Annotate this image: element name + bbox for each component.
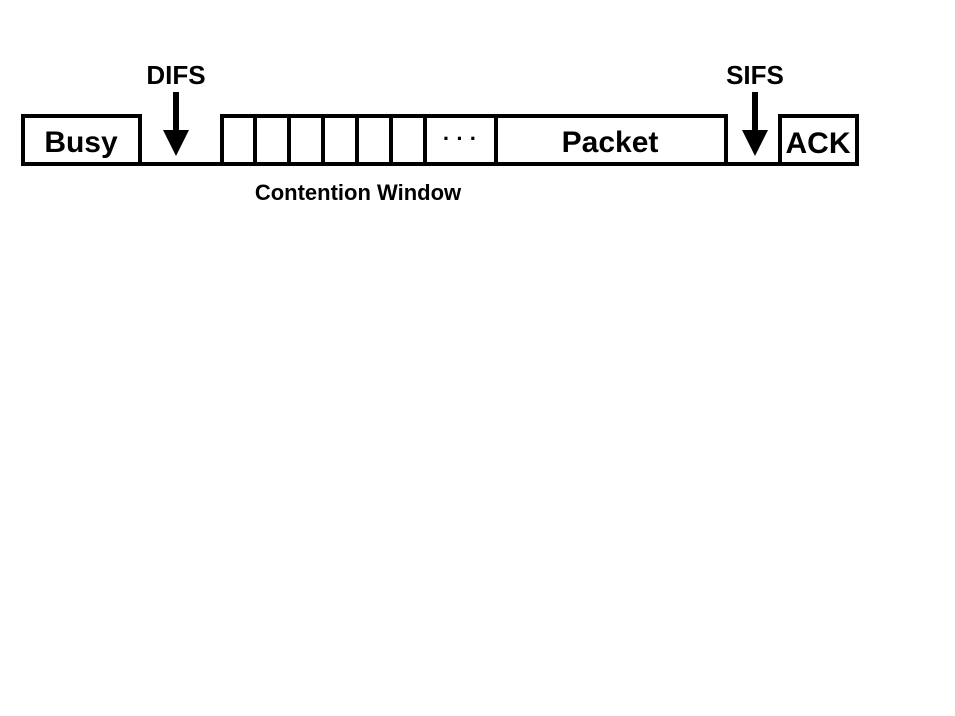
busy-box	[21, 114, 142, 166]
contention-window-label: Contention Window	[255, 180, 462, 205]
ack-box	[778, 114, 859, 166]
difs-label: DIFS	[146, 60, 205, 90]
ack-segment: ACK	[778, 114, 859, 166]
packet-segment: Packet	[494, 114, 728, 166]
packet-box	[494, 114, 728, 166]
contention-window: · · · Contention Window	[220, 114, 498, 205]
contention-ellipsis: · · ·	[443, 126, 477, 151]
difs-marker: DIFS	[146, 60, 206, 156]
ack-label: ACK	[786, 127, 851, 160]
sifs-arrow-icon	[742, 130, 768, 156]
busy-segment: Busy	[21, 114, 142, 166]
sifs-label: SIFS	[726, 60, 784, 90]
difs-arrow-icon	[163, 130, 189, 156]
packet-label: Packet	[562, 126, 659, 159]
busy-label: Busy	[44, 126, 118, 159]
sifs-marker: SIFS	[726, 60, 784, 156]
